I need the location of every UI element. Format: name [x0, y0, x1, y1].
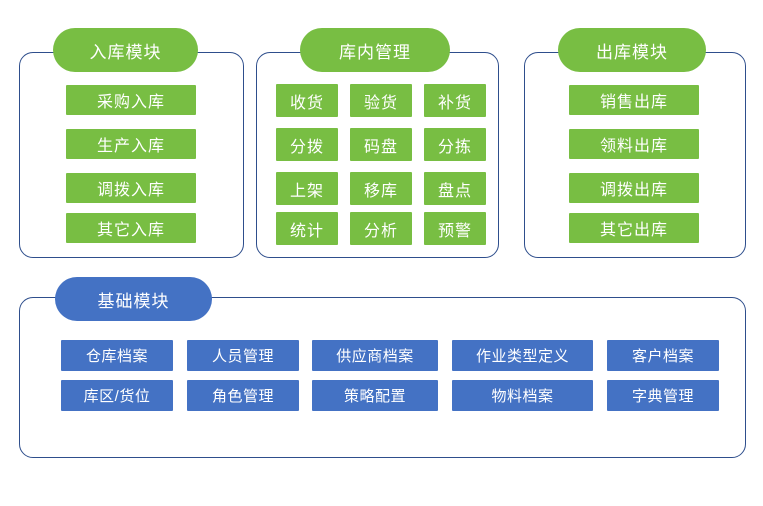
- module-button-outbound-3[interactable]: 其它出库: [569, 213, 699, 243]
- module-button-outbound-0[interactable]: 销售出库: [569, 85, 699, 115]
- module-button-inbound-3[interactable]: 其它入库: [66, 213, 196, 243]
- module-button-basic-8[interactable]: 物料档案: [452, 380, 593, 411]
- module-button-warehouse-3[interactable]: 分拨: [276, 128, 338, 161]
- module-button-basic-0[interactable]: 仓库档案: [61, 340, 173, 371]
- module-button-warehouse-8[interactable]: 盘点: [424, 172, 486, 205]
- module-button-basic-5[interactable]: 库区/货位: [61, 380, 173, 411]
- module-button-inbound-1[interactable]: 生产入库: [66, 129, 196, 159]
- module-button-warehouse-0[interactable]: 收货: [276, 84, 338, 117]
- module-button-warehouse-6[interactable]: 上架: [276, 172, 338, 205]
- module-button-warehouse-9[interactable]: 统计: [276, 212, 338, 245]
- module-button-outbound-1[interactable]: 领料出库: [569, 129, 699, 159]
- module-button-warehouse-1[interactable]: 验货: [350, 84, 412, 117]
- group-title-outbound[interactable]: 出库模块: [558, 28, 706, 72]
- module-button-warehouse-7[interactable]: 移库: [350, 172, 412, 205]
- module-button-basic-6[interactable]: 角色管理: [187, 380, 299, 411]
- module-button-warehouse-2[interactable]: 补货: [424, 84, 486, 117]
- group-card-basic: [19, 297, 746, 458]
- module-button-warehouse-4[interactable]: 码盘: [350, 128, 412, 161]
- module-button-warehouse-11[interactable]: 预警: [424, 212, 486, 245]
- group-title-basic[interactable]: 基础模块: [55, 277, 212, 321]
- module-button-inbound-0[interactable]: 采购入库: [66, 85, 196, 115]
- group-title-inbound[interactable]: 入库模块: [53, 28, 198, 72]
- module-button-outbound-2[interactable]: 调拨出库: [569, 173, 699, 203]
- module-button-warehouse-5[interactable]: 分拣: [424, 128, 486, 161]
- module-button-basic-2[interactable]: 供应商档案: [312, 340, 438, 371]
- module-button-basic-3[interactable]: 作业类型定义: [452, 340, 593, 371]
- group-title-in-warehouse[interactable]: 库内管理: [300, 28, 450, 72]
- module-button-basic-7[interactable]: 策略配置: [312, 380, 438, 411]
- module-button-basic-9[interactable]: 字典管理: [607, 380, 719, 411]
- module-button-warehouse-10[interactable]: 分析: [350, 212, 412, 245]
- module-button-basic-1[interactable]: 人员管理: [187, 340, 299, 371]
- module-button-inbound-2[interactable]: 调拨入库: [66, 173, 196, 203]
- module-button-basic-4[interactable]: 客户档案: [607, 340, 719, 371]
